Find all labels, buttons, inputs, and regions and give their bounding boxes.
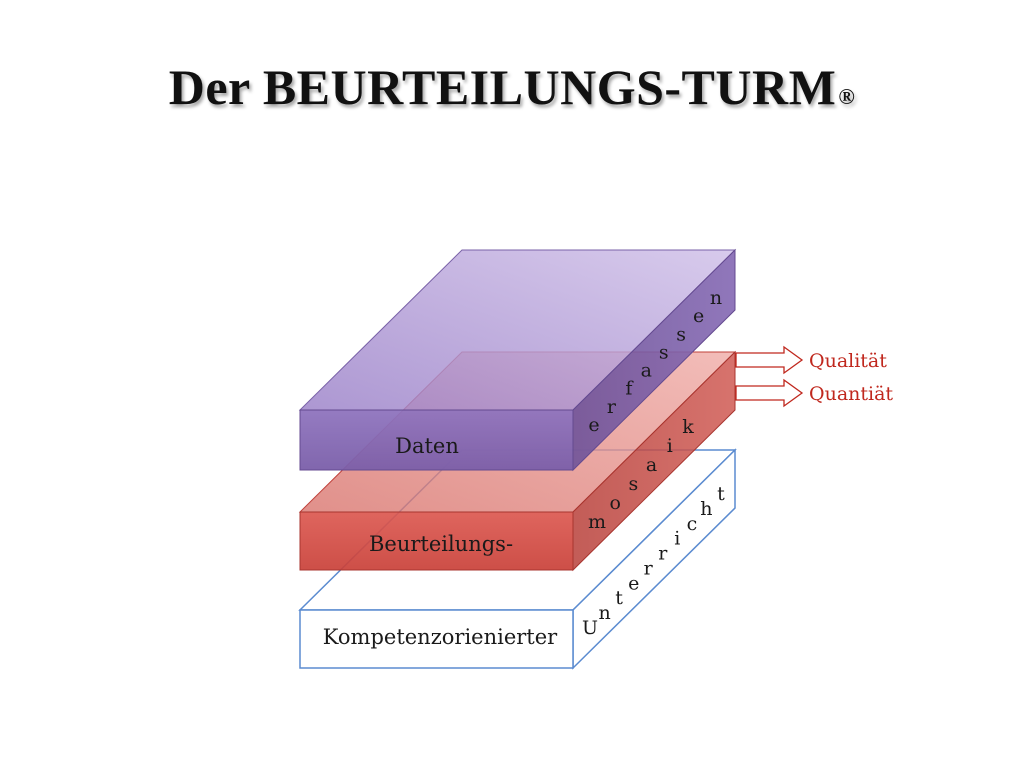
side-letter: n: [710, 287, 722, 309]
output-arrow-quality-shape: [735, 345, 804, 375]
side-letter: r: [607, 396, 617, 418]
output-label-quality: Qualität: [809, 350, 887, 372]
output-label-quantity: Quantiät: [809, 383, 893, 405]
side-letter: s: [676, 323, 686, 345]
side-letter: m: [588, 511, 606, 533]
layer-bottom-front-face: [299, 609, 574, 669]
layer-bottom-label: Kompetenzorienierter: [323, 625, 558, 649]
side-letter: r: [658, 543, 668, 565]
layer-middle-front-face: [299, 511, 574, 571]
side-letter: e: [628, 572, 639, 594]
side-letter: h: [700, 498, 712, 520]
side-letter: U: [582, 617, 598, 639]
slide-title: Der BEURTEILUNGS-TURM®: [0, 58, 1024, 116]
side-letter: i: [674, 528, 680, 550]
layer-top-label: Daten: [395, 434, 459, 458]
side-letter: s: [629, 473, 639, 495]
side-letter: t: [717, 483, 725, 505]
registered-mark: ®: [838, 84, 856, 109]
side-letter: n: [598, 602, 610, 624]
side-letter: t: [615, 587, 623, 609]
side-letter: o: [609, 492, 620, 514]
layer-top: [298, 248, 737, 472]
side-letter: e: [693, 305, 704, 327]
side-letter: e: [588, 414, 599, 436]
layer-top-front-face: [299, 409, 574, 471]
side-letter: s: [659, 341, 669, 363]
output-arrow-quantity: [735, 378, 804, 408]
layer-bottom: [298, 448, 737, 670]
side-letter: c: [687, 513, 698, 535]
side-letter: a: [646, 454, 657, 476]
side-letter: r: [644, 557, 654, 579]
title-text: Der BEURTEILUNGS-TURM: [168, 59, 837, 115]
layer-middle-label: Beurteilungs-: [369, 532, 513, 556]
side-letter: k: [682, 416, 694, 438]
output-arrow-quality: [735, 345, 804, 375]
output-arrow-quantity-shape: [735, 378, 804, 408]
side-letter: a: [641, 360, 652, 382]
side-letter: i: [667, 435, 673, 457]
side-letter: f: [625, 378, 634, 400]
